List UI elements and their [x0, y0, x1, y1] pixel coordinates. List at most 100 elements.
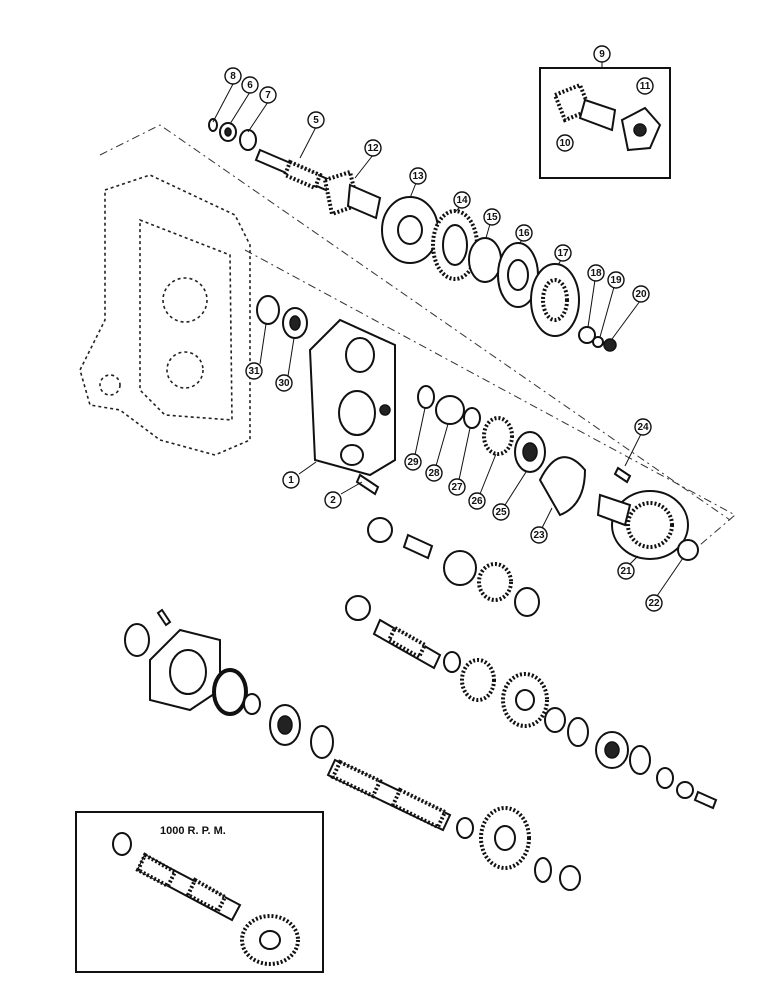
callout-28-label: 28	[428, 468, 440, 479]
o-ring	[212, 668, 248, 716]
bearing-25	[514, 431, 546, 473]
bearing-left	[269, 704, 301, 746]
callout-29-label: 29	[407, 457, 419, 468]
callout-13-label: 13	[412, 171, 424, 182]
bearing-lower-a	[443, 550, 477, 586]
callout-5-label: 5	[313, 115, 319, 126]
shaft-5	[254, 148, 332, 192]
callout-12-label: 12	[367, 143, 379, 154]
gear-lower-a	[460, 658, 496, 702]
bushing-22	[677, 539, 699, 561]
callout-9: 9	[593, 45, 611, 63]
snap-ring-lower-a	[567, 717, 589, 747]
bearing-18	[578, 326, 596, 344]
callout-20: 20	[632, 285, 650, 303]
callout-layer: 9125678101112131415161718192021222324252…	[224, 45, 663, 612]
callout-25: 25	[492, 503, 510, 521]
callout-6-label: 6	[247, 80, 253, 91]
ring-lower-b	[456, 817, 474, 839]
washer-19	[592, 336, 604, 348]
callout-8: 8	[224, 67, 242, 85]
callout-15: 15	[483, 208, 501, 226]
bearing-30	[282, 307, 308, 339]
transmission-housing	[79, 174, 251, 456]
seal-left	[124, 623, 150, 657]
callout-18-label: 18	[590, 268, 602, 279]
callout-25-label: 25	[495, 507, 507, 518]
spring-15	[468, 237, 502, 283]
callout-30: 30	[275, 374, 293, 392]
housing-plate-1	[308, 318, 396, 477]
callout-23: 23	[530, 526, 548, 544]
washer-left	[243, 693, 261, 715]
snap-ring-8	[208, 118, 218, 132]
callout-14-label: 14	[456, 195, 468, 206]
callout-13: 13	[409, 167, 427, 185]
callout-7-label: 7	[265, 90, 271, 101]
washer-27	[463, 407, 481, 429]
washer-lower-e	[676, 781, 694, 799]
callout-26-label: 26	[471, 496, 483, 507]
callout-27: 27	[448, 478, 466, 496]
callout-17: 17	[554, 244, 572, 262]
callout-1-label: 1	[288, 475, 294, 486]
washer-7	[239, 129, 257, 151]
callout-24-label: 24	[637, 422, 649, 433]
callout-7: 7	[259, 86, 277, 104]
inset-bearing	[112, 832, 132, 856]
callout-21-label: 21	[620, 566, 632, 577]
bolt-24	[613, 466, 632, 484]
snap-ring-left	[310, 725, 334, 759]
bearing-28	[435, 395, 465, 425]
gear-26	[482, 416, 514, 456]
inset-shaft	[135, 852, 242, 922]
clutch-disc-14	[431, 209, 479, 281]
bolt-2	[355, 473, 380, 496]
inset-title: 1000 R. P. M.	[160, 825, 226, 837]
washer-lower-a	[367, 517, 393, 543]
callout-31-label: 31	[248, 366, 260, 377]
callout-1: 1	[282, 471, 300, 489]
callout-2: 2	[324, 491, 342, 509]
callout-15-label: 15	[486, 212, 498, 223]
callout-26: 26	[468, 492, 486, 510]
callout-16-label: 16	[518, 228, 530, 239]
output-shaft	[326, 758, 452, 832]
leader-lines	[212, 62, 684, 597]
callout-10: 10	[556, 134, 574, 152]
callout-9-label: 9	[599, 49, 605, 60]
ring-lower-a	[443, 651, 461, 673]
callout-2-label: 2	[330, 495, 336, 506]
gear-shaft-12	[322, 169, 382, 220]
callout-16: 16	[515, 224, 533, 242]
callout-19: 19	[607, 271, 625, 289]
callout-5: 5	[307, 111, 325, 129]
snap-ring-lower-b	[629, 745, 651, 775]
bearing-lower-b	[477, 562, 513, 602]
bearing-6	[219, 122, 237, 142]
callout-31: 31	[245, 362, 263, 380]
inset-gear	[240, 914, 300, 966]
callout-22-label: 22	[648, 598, 660, 609]
washer-lower-d	[656, 767, 674, 789]
bolt-lower	[693, 790, 718, 810]
gear-shaft-10	[552, 82, 617, 132]
hub-17	[530, 263, 580, 337]
bearing-lower-d	[595, 731, 629, 769]
nut-20	[603, 338, 617, 352]
callout-11-label: 11	[640, 81, 651, 92]
phantom-line-lower	[244, 249, 736, 546]
flange-11	[620, 106, 662, 152]
cover-plate	[149, 628, 221, 712]
inset-bottom: 1000 R. P. M.	[75, 811, 324, 973]
carrier-21	[596, 490, 689, 560]
callout-17-label: 17	[557, 248, 569, 259]
plate-16	[497, 242, 539, 308]
callout-30-label: 30	[278, 378, 290, 389]
shaft-lower-a	[372, 618, 442, 670]
callout-20-label: 20	[635, 289, 647, 300]
callout-6: 6	[241, 76, 259, 94]
inset-top	[539, 67, 671, 179]
pin-lower	[402, 533, 434, 560]
